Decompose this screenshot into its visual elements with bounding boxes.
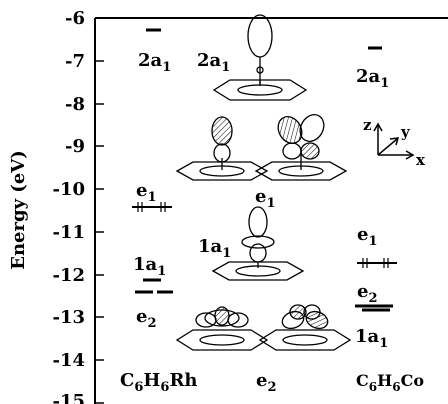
tick-label: -14 (52, 350, 85, 371)
rh-label-1a1: 1a1 (133, 254, 166, 279)
orbital-label-1a1: 1a1 (198, 236, 231, 261)
rh-label-e1: e1 (136, 180, 157, 205)
orbital-e1-drawing-left (175, 116, 269, 181)
tick-label: -8 (65, 94, 85, 115)
axis-glyph-y: y (400, 123, 411, 141)
rh-electron-marks (137, 202, 166, 212)
orbital-label-2a1: 2a1 (197, 50, 230, 75)
axis-glyph-x: x (416, 151, 426, 169)
tick-label: -11 (52, 222, 85, 243)
coordinate-axes-glyph (373, 122, 415, 160)
tick-label: -7 (65, 51, 85, 72)
co-label-2a1: 2a1 (356, 66, 389, 91)
plot-frame (94, 17, 448, 404)
rh-label-e2: e2 (136, 306, 157, 331)
orbital-e2-drawing-left (175, 306, 269, 351)
rh-compound-label: C6H6Rh (120, 370, 197, 395)
co-electron-marks (362, 258, 389, 268)
y-axis-tick-labels: -6 -7 -8 -9 -10 -11 -12 -13 -14 -15 (52, 8, 85, 404)
orbital-2a1-drawing (212, 14, 308, 101)
co-levels (355, 46, 397, 312)
y-axis-title: Energy (eV) (8, 150, 29, 270)
orbital-label-e2: e2 (256, 370, 277, 395)
rh-label-2a1: 2a1 (138, 50, 171, 75)
orbital-e1-drawing-right (254, 114, 348, 181)
tick-label: -15 (52, 391, 85, 404)
orbital-label-e1: e1 (255, 186, 276, 211)
tick-label: -9 (65, 136, 85, 157)
orbital-1a1-drawing (211, 206, 305, 281)
co-label-e2: e2 (357, 281, 378, 306)
tick-label: -12 (52, 265, 85, 286)
co-label-e1: e1 (357, 224, 378, 249)
co-label-1a1: 1a1 (355, 326, 388, 351)
tick-label: -13 (52, 307, 85, 328)
co-compound-label: C6H6Co (356, 371, 424, 394)
tick-label: -6 (65, 8, 85, 29)
axis-glyph-z: z (363, 116, 372, 134)
tick-label: -10 (52, 179, 85, 200)
y-axis-ticks (95, 17, 104, 404)
orbital-e2-drawing-right (258, 304, 352, 351)
